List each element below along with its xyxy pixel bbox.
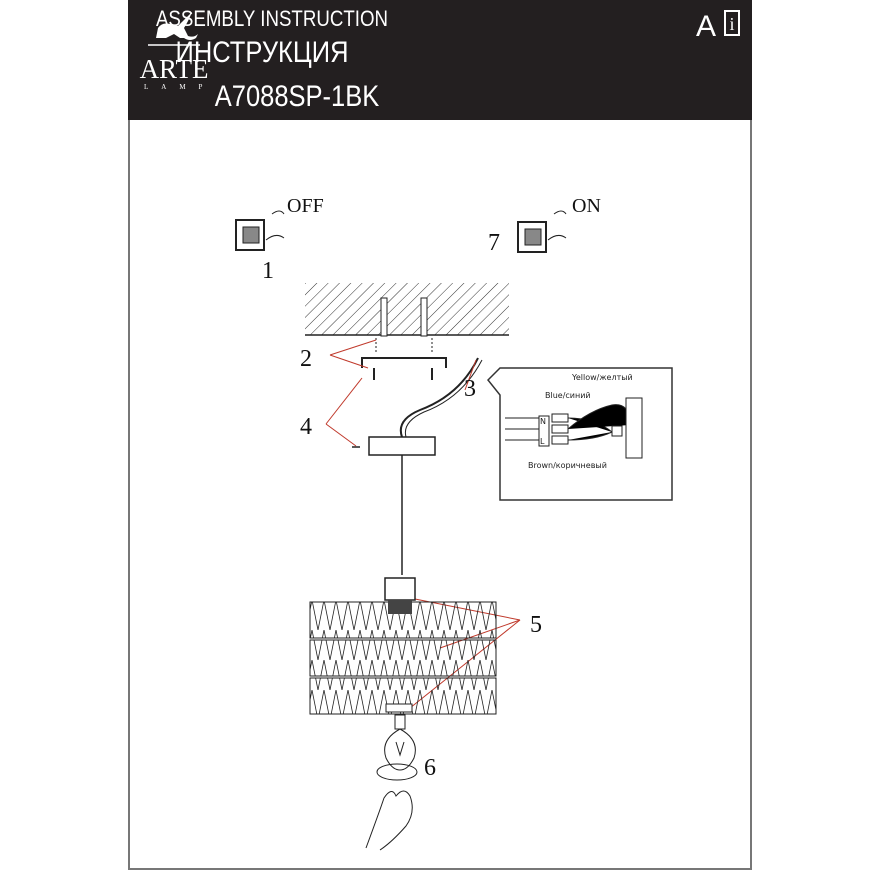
canopy bbox=[368, 436, 436, 456]
on-label: ON bbox=[572, 195, 601, 217]
shade-ring bbox=[385, 703, 413, 713]
switch-off-icon bbox=[235, 210, 285, 251]
step-6-number: 6 bbox=[424, 755, 436, 781]
blue-wire-label: Blue/синий bbox=[545, 391, 591, 400]
yellow-wire-label: Yellow/желтый bbox=[571, 373, 633, 382]
svg-text:N: N bbox=[540, 417, 546, 426]
arte-lamp-logo: ARTE LAMP bbox=[134, 8, 214, 91]
lampshade bbox=[309, 600, 497, 715]
step-4-number: 4 bbox=[300, 414, 312, 440]
info-book-icon: i bbox=[724, 10, 740, 36]
svg-text:L: L bbox=[540, 437, 545, 446]
language-label: A bbox=[695, 10, 716, 43]
wiring-inset: N L Yellow/желтый Blue/синий Brown/корич… bbox=[486, 367, 673, 501]
light-bulb-icon bbox=[384, 714, 416, 771]
title-en: ASSEMBLY INSTRUCTION bbox=[155, 6, 389, 31]
lamp-holder bbox=[384, 577, 416, 601]
winged-lion-icon bbox=[148, 12, 200, 46]
mounting-bracket bbox=[361, 357, 447, 380]
header-band: ARTE LAMP ASSEMBLY INSTRUCTION ИНСТРУКЦИ… bbox=[128, 0, 752, 120]
switch-on-icon bbox=[517, 210, 567, 253]
step-7-number: 7 bbox=[488, 230, 500, 256]
brown-wire-label: Brown/коричневый bbox=[528, 461, 607, 470]
step-1-number: 1 bbox=[262, 258, 274, 284]
ceiling bbox=[305, 283, 509, 335]
hand-icon bbox=[365, 790, 413, 851]
title-ru: ИНСТРУКЦИЯ bbox=[175, 36, 349, 69]
model-number: A7088SP-1BK bbox=[214, 80, 380, 113]
instruction-page bbox=[128, 0, 752, 870]
rotate-arrow-icon bbox=[376, 763, 418, 781]
step-3-number: 3 bbox=[464, 376, 476, 402]
step-5-number: 5 bbox=[530, 612, 542, 638]
off-label: OFF bbox=[287, 195, 324, 217]
step-2-number: 2 bbox=[300, 346, 312, 372]
